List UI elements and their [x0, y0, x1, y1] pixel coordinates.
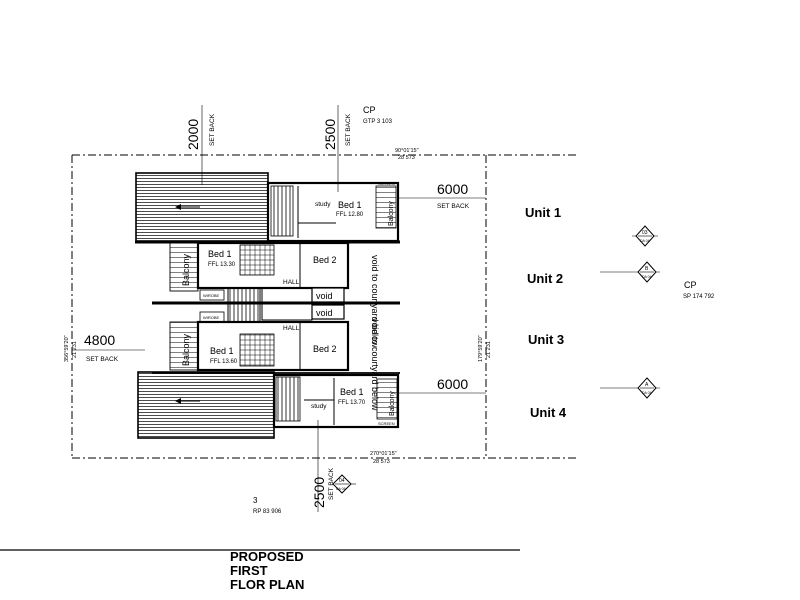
unit-label-2: Unit 2 [527, 271, 563, 286]
lot-top-cp-ref: GTP 3 103 [363, 119, 393, 125]
setback-right-bottom: 6000 [398, 376, 486, 394]
section-marker-b: B DA 04 [600, 261, 660, 283]
room-bed1-unit2: Bed 1 [208, 249, 232, 259]
screen-unit1: SCREEN [378, 181, 395, 186]
hall-unit3: HALL [283, 325, 300, 332]
void-upper: void [316, 291, 333, 301]
lot-right-cp: CP [684, 280, 697, 290]
bearing-left: 356°59'20" [64, 335, 70, 362]
unit4-stair [275, 376, 301, 422]
setback-right-top: 6000 SET BACK [398, 181, 486, 210]
central-stair [227, 287, 261, 323]
balcony-unit3: Balcony [181, 333, 191, 366]
void-lower-box [311, 304, 345, 320]
bearing-top: 90°01'15" [395, 148, 419, 154]
svg-text:DA 04: DA 04 [642, 275, 652, 279]
title-line-1: PROPOSED [230, 549, 304, 564]
section-marker-a: A DA 04 [600, 377, 660, 399]
svg-text:04: 04 [339, 478, 345, 484]
svg-text:SET BACK: SET BACK [86, 356, 119, 363]
setback-bottom: 2500 SET BACK [311, 420, 335, 512]
setback-top-left: 2000 SET BACK [185, 105, 216, 185]
svg-text:2500: 2500 [322, 119, 338, 150]
svg-text:6000: 6000 [437, 376, 468, 392]
lot-bottom-ref: RP 83 906 [253, 509, 282, 515]
unit1-stair [270, 185, 294, 237]
screen-unit4: SCREEN [378, 421, 395, 426]
title-line-2: FIRST [230, 563, 268, 578]
void-upper-box [311, 287, 345, 303]
svg-text:SET BACK: SET BACK [437, 203, 470, 210]
unit-label-3: Unit 3 [528, 332, 564, 347]
svg-text:SET BACK: SET BACK [328, 467, 335, 500]
svg-text:DA 06: DA 06 [336, 487, 346, 491]
svg-text:B: B [645, 266, 649, 272]
bearing-right: 179°59'20" [478, 335, 484, 362]
room-study-unit1: study [315, 201, 331, 208]
room-bed2-unit2: Bed 2 [313, 255, 337, 265]
lot-top-cp: CP [363, 105, 376, 115]
unit-label-4: Unit 4 [530, 405, 567, 420]
room-bed2-unit3: Bed 2 [313, 344, 337, 354]
wirobe-unit3: WIROBE [203, 315, 220, 320]
unit2-wirobe [199, 289, 225, 301]
void-courtyard-unit2: void to courtyard below [370, 255, 380, 348]
unit4-roof [137, 371, 275, 439]
svg-text:SET BACK: SET BACK [345, 113, 352, 146]
section-marker-03: 03 DA 04 [632, 225, 658, 247]
balcony-unit4: Balcony [389, 391, 396, 416]
ffl-unit1: FFL 12.80 [336, 212, 364, 218]
svg-text:2500: 2500 [311, 477, 327, 508]
lot-right-cp-ref: SP 174 792 [683, 294, 715, 300]
setback-left: 4800 SET BACK [72, 332, 145, 363]
ffl-unit3: FFL 13.60 [210, 359, 238, 365]
bearing-bottom: 270°01'15" [370, 451, 397, 457]
bearing-bottom-distance: 28 573 [373, 459, 390, 465]
bearing-right-distance: 21 231 [486, 341, 492, 358]
bearing-left-distance: 21 231 [72, 341, 78, 358]
unit3-wet-area [239, 333, 275, 367]
unit1-roof [135, 172, 269, 242]
svg-text:2000: 2000 [185, 119, 201, 150]
svg-text:SET BACK: SET BACK [209, 113, 216, 146]
lot-bottom-number: 3 [253, 496, 258, 505]
void-lower: void [316, 308, 333, 318]
balcony-unit2: Balcony [181, 253, 191, 286]
room-bed1-unit4: Bed 1 [340, 387, 364, 397]
void-courtyard-unit3: void to courtyard below [370, 318, 380, 411]
unit2-wet-area [239, 244, 275, 276]
unit-label-1: Unit 1 [525, 205, 561, 220]
svg-text:DA 04: DA 04 [642, 391, 652, 395]
setback-top-right: 2500 SET BACK [322, 105, 352, 192]
ffl-unit4: FFL 13.70 [338, 400, 366, 406]
wirobe-unit2: WIROBE [203, 293, 220, 298]
bearing-top-distance: 28 573 [398, 155, 415, 161]
svg-text:4800: 4800 [84, 332, 115, 348]
balcony-unit1: Balcony [388, 201, 395, 226]
room-study-unit4: study [311, 403, 327, 410]
site-boundary [71, 154, 578, 459]
svg-text:03: 03 [642, 230, 648, 236]
room-bed1-unit1: Bed 1 [338, 200, 362, 210]
hall-unit2: HALL [283, 279, 300, 286]
ffl-unit2: FFL 13.30 [208, 262, 236, 268]
title-line-3: FLOR PLAN [230, 577, 304, 592]
room-bed1-unit3: Bed 1 [210, 346, 234, 356]
svg-text:DA 04: DA 04 [640, 239, 650, 243]
section-marker-04: 04 DA 06 [332, 474, 356, 494]
svg-text:6000: 6000 [437, 181, 468, 197]
svg-text:A: A [645, 382, 649, 388]
building [135, 172, 400, 439]
